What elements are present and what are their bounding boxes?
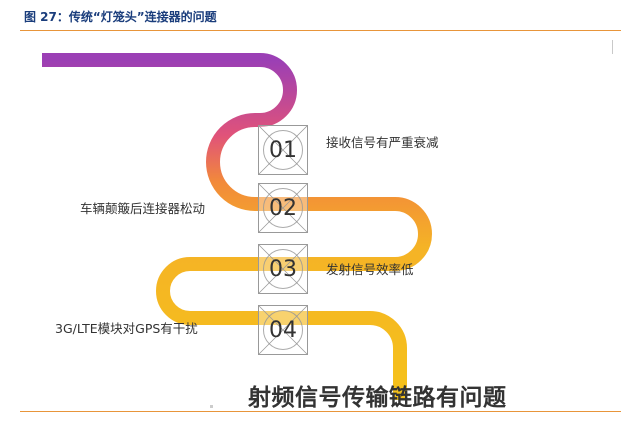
bottom-divider — [20, 411, 621, 412]
step-badge-2: 02 — [258, 183, 308, 233]
top-divider — [20, 30, 621, 31]
decorative-dot — [210, 405, 213, 408]
step-badge-4: 04 — [258, 305, 308, 355]
edge-mark — [612, 40, 613, 54]
step-label-3: 发射信号效率低 — [326, 262, 414, 277]
step-badge-3: 03 — [258, 244, 308, 294]
step-label-2: 车辆颠簸后连接器松动 — [80, 201, 206, 216]
step-number-2: 02 — [269, 195, 297, 221]
step-badge-1: 01 — [258, 125, 308, 175]
step-number-4: 04 — [269, 317, 297, 343]
conclusion-title: 射频信号传输链路有问题 — [248, 385, 507, 411]
step-label-4: 3G/LTE模块对GPS有干扰 — [55, 321, 198, 336]
step-number-1: 01 — [269, 137, 297, 163]
step-number-3: 03 — [269, 256, 297, 282]
figure-title: 图 27：传统“灯笼头”连接器的问题 — [24, 10, 217, 24]
step-label-1: 接收信号有严重衰减 — [326, 135, 439, 150]
